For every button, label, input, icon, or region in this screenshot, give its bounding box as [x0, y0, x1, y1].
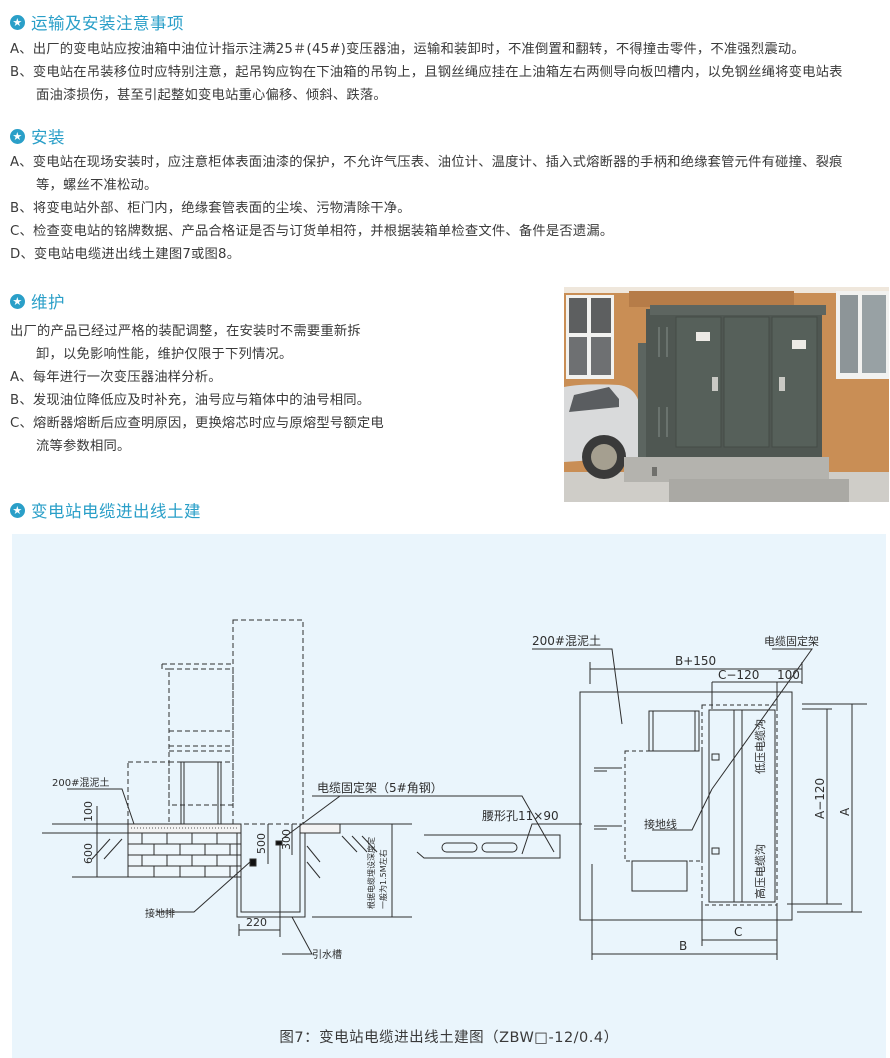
label-grounding-bar: 接地排	[145, 907, 175, 920]
dim-a: A	[838, 807, 852, 816]
dim-c-minus-120: C−120	[718, 668, 759, 682]
maintenance-intro-continuation: 卸，以免影响性能，维护仅限于下列情况。	[36, 347, 293, 362]
substation-photo	[564, 287, 889, 502]
list-item: A、变电站在现场安装时，应注意柜体表面油漆的保护，不允许气压表、油位计、温度计、…	[10, 155, 843, 170]
dim-600: 600	[82, 843, 95, 864]
section-title-text: 变电站电缆进出线土建	[31, 502, 201, 521]
dim-100: 100	[82, 801, 95, 822]
section-title-install: ★ 安装	[10, 124, 65, 148]
list-item: B、将变电站外部、柜门内，绝缘套管表面的尘埃、污物清除干净。	[10, 201, 411, 216]
label-concrete-left: 200#混泥土	[52, 776, 109, 789]
dim-220: 220	[246, 916, 267, 929]
section-title-text: 运输及安装注意事项	[31, 14, 184, 33]
label-lv-trench: 低压电缆沟	[754, 719, 767, 774]
section-title-text: 维护	[31, 293, 65, 312]
figure-caption: 图7：变电站电缆进出线土建图（ZBW□-12/0.4）	[279, 1030, 619, 1046]
label-drain: 引水槽	[312, 948, 342, 961]
label-depth-note-1: 根据电缆埋设深度定	[366, 837, 376, 909]
list-item-continuation: 流等参数相同。	[36, 439, 131, 454]
dim-b-plus-150: B+150	[675, 654, 716, 668]
label-ground-wire: 接地线	[644, 817, 677, 831]
section-title-transport: ★ 运输及安装注意事项	[10, 10, 184, 34]
label-slot-hole: 腰形孔11×90	[482, 809, 559, 823]
substation-photo-illustration	[564, 287, 889, 502]
label-concrete-plan: 200#混泥土	[532, 634, 601, 648]
label-cable-bracket-plan: 电缆固定架	[764, 634, 819, 648]
label-cable-bracket: 电缆固定架（5#角钢）	[317, 780, 443, 795]
dim-100-plan: 100	[777, 668, 800, 682]
list-item: C、熔断器熔断后应查明原因，更换熔芯时应与原熔型号额定电	[10, 416, 384, 431]
install-list: A、变电站在现场安装时，应注意柜体表面油漆的保护，不允许气压表、油位计、温度计、…	[10, 151, 843, 266]
dim-b: B	[679, 939, 687, 953]
label-depth-note-2: 一般为1.5M左右	[378, 849, 388, 909]
star-bullet-icon: ★	[10, 128, 25, 144]
plan-view	[532, 648, 867, 960]
list-item: B、发现油位降低应及时补充，油号应与箱体中的油号相同。	[10, 393, 371, 408]
list-item: C、检查变电站的铭牌数据、产品合格证是否与订货单相符，并根据装箱单检查文件、备件…	[10, 224, 614, 239]
list-item: B、变电站在吊装移位时应特别注意，起吊钩应钩在下油箱的吊钩上，且钢丝绳应挂在上油…	[10, 65, 843, 80]
section-title-civil: ★ 变电站电缆进出线土建	[10, 498, 201, 522]
dim-500: 500	[255, 833, 268, 854]
list-item-continuation: 等，螺丝不准松动。	[36, 178, 158, 193]
maintenance-list: 出厂的产品已经过严格的装配调整，在安装时不需要重新拆 卸，以免影响性能，维护仅限…	[10, 320, 384, 458]
dim-a-minus-120: A−120	[813, 778, 827, 819]
list-item: A、每年进行一次变压器油样分析。	[10, 370, 222, 385]
label-hv-trench: 高压电缆沟	[753, 844, 767, 899]
transport-list: A、出厂的变电站应按油箱中油位计指示注满25＃(45#)变压器油，运输和装卸时，…	[10, 38, 843, 107]
dim-300: 300	[280, 829, 293, 850]
star-bullet-icon: ★	[10, 14, 25, 30]
elevation-view	[42, 619, 582, 955]
star-bullet-icon: ★	[10, 502, 25, 518]
civil-drawing: 200#混泥土 接地排 电缆固定架（5#角钢） 腰形孔11×90 引水槽 根据电…	[42, 619, 867, 961]
maintenance-intro: 出厂的产品已经过严格的装配调整，在安装时不需要重新拆	[10, 324, 361, 339]
list-item: A、出厂的变电站应按油箱中油位计指示注满25＃(45#)变压器油，运输和装卸时，…	[10, 42, 805, 57]
civil-drawing-panel: 200#混泥土 接地排 电缆固定架（5#角钢） 腰形孔11×90 引水槽 根据电…	[12, 534, 886, 1058]
section-title-maintenance: ★ 维护	[10, 289, 65, 313]
list-item: D、变电站电缆进出线土建图7或图8。	[10, 247, 241, 262]
section-title-text: 安装	[31, 128, 65, 147]
star-bullet-icon: ★	[10, 293, 25, 309]
dim-c: C	[734, 925, 742, 939]
list-item-continuation: 面油漆损伤，甚至引起整如变电站重心偏移、倾斜、跌落。	[36, 88, 387, 103]
